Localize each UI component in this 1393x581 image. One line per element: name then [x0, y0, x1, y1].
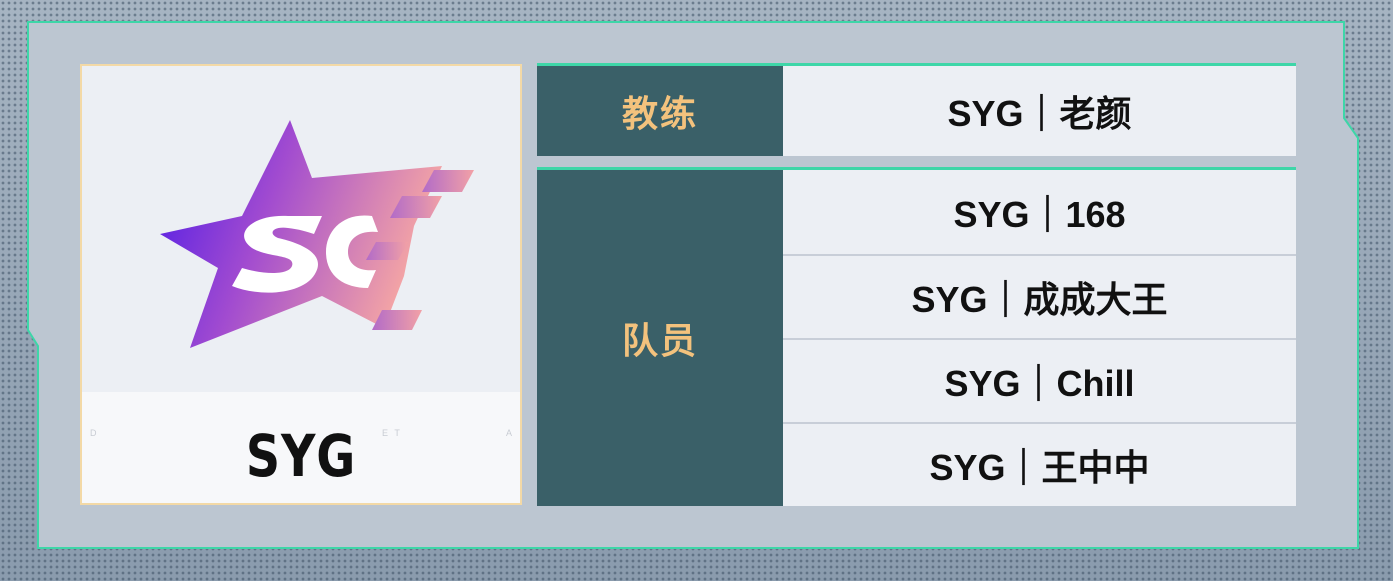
coach-name-column: SYG｜老颜 [783, 66, 1296, 156]
player-row: SYG｜Chill [783, 338, 1296, 422]
player-row: SYG｜成成大王 [783, 254, 1296, 338]
team-logo [82, 66, 520, 392]
player-row: SYG｜168 [953, 194, 1126, 235]
players-name-column: SYG｜168 SYG｜成成大王 SYG｜Chill SYG｜王中中 [783, 170, 1296, 506]
coach-role-label: 教练 [537, 66, 783, 156]
band-watermark-left: D [90, 428, 99, 438]
star-s-logo-icon [160, 120, 474, 348]
players-role-label: 队员 [537, 170, 783, 506]
team-card: D E T A SYG [80, 64, 522, 505]
coach-accent-line [537, 63, 1296, 66]
team-name-band: D E T A SYG [82, 392, 520, 503]
coach-name: SYG｜老颜 [947, 93, 1132, 134]
team-name: SYG [245, 422, 357, 490]
band-watermark-mid: E T [382, 428, 402, 438]
band-watermark-right: A [506, 428, 515, 438]
player-row: SYG｜王中中 [783, 422, 1296, 506]
players-accent-line [537, 167, 1296, 170]
